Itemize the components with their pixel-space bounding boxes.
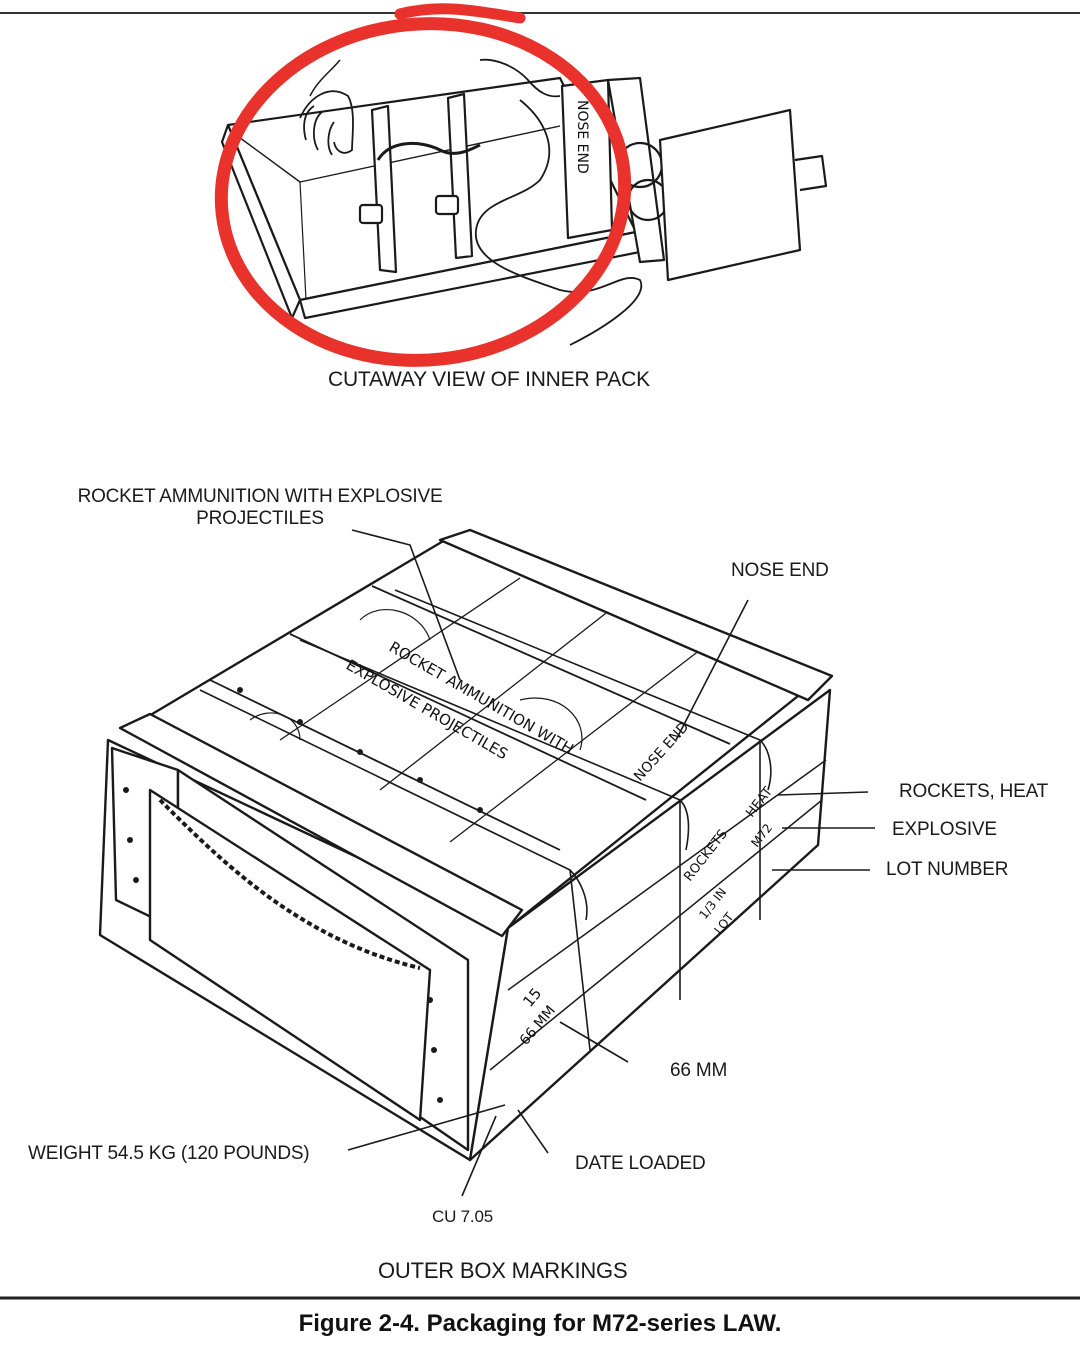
red-annotation-circle [214,3,632,367]
inner-pack-drawing [220,58,828,346]
figure-caption: Figure 2-4. Packaging for M72-series LAW… [298,1310,782,1337]
callout-rocket-ammunition: ROCKET AMMUNITION WITH EXPLOSIVE PROJECT… [60,486,460,530]
inner-nose-end-stencil: NOSE END [574,100,590,174]
callout-rocket-ammunition-line1: ROCKET AMMUNITION WITH EXPLOSIVE [77,486,443,507]
callout-explosive: EXPLOSIVE [892,819,997,840]
inner-pack-title: CUTAWAY VIEW OF INNER PACK [328,368,650,391]
callout-cu: CU 7.05 [432,1207,493,1226]
leader-lines [347,529,875,1197]
callout-66mm: 66 MM [670,1060,728,1081]
outer-box-drawing [98,528,834,1162]
callout-nose-end: NOSE END [731,560,829,581]
callout-rockets-heat: ROCKETS, HEAT [899,781,1049,802]
outer-box-title: OUTER BOX MARKINGS [378,1258,628,1283]
callout-rocket-ammunition-line2: PROJECTILES [196,508,324,529]
callout-lot-number: LOT NUMBER [886,859,1009,880]
callout-weight: WEIGHT 54.5 KG (120 POUNDS) [28,1143,310,1164]
callout-date-loaded: DATE LOADED [575,1153,706,1174]
